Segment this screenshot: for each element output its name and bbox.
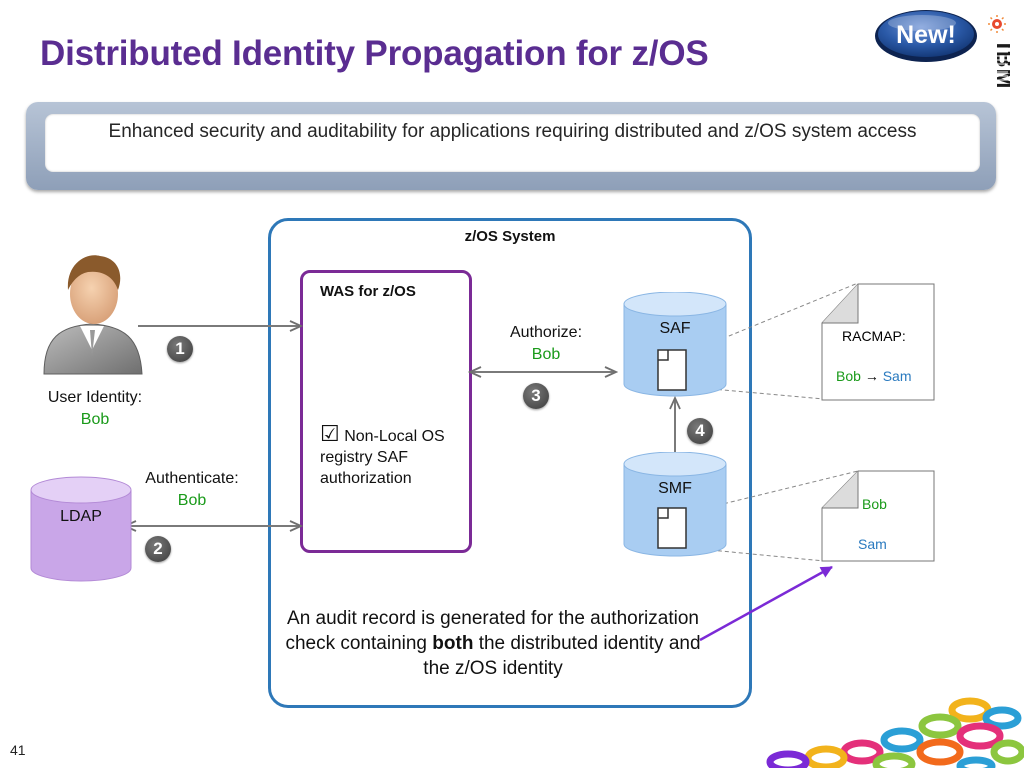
authenticate-label: Authenticate:: [145, 470, 239, 487]
new-badge: New!: [875, 10, 977, 62]
zos-system-box: [268, 218, 752, 708]
smf-record-note: [821, 470, 935, 562]
racmap-title: RACMAP:: [842, 328, 906, 344]
page-number: 41: [10, 742, 26, 758]
saf-cylinder: [623, 292, 727, 397]
was-option-text: Non-Local OS registry SAF authorization: [320, 428, 445, 487]
saf-label: SAF: [659, 320, 691, 337]
authenticate-name: Bob: [177, 492, 207, 509]
audit-text-bold: both: [432, 633, 474, 654]
racmap-to: Sam: [882, 368, 912, 384]
decorative-chain-graphic: [766, 697, 1024, 768]
racmap-from: Bob: [836, 368, 861, 384]
document-icon: [657, 349, 687, 391]
smf-label: SMF: [658, 480, 692, 497]
audit-description: An audit record is generated for the aut…: [280, 606, 706, 681]
was-title: WAS for z/OS: [320, 283, 416, 300]
banner: Enhanced security and auditability for a…: [45, 114, 980, 172]
step-3-badge: 3: [523, 383, 549, 409]
racmap-mapping: Bob → Sam: [836, 368, 912, 384]
smf-record-sam: Sam: [858, 536, 887, 552]
document-icon: [657, 507, 687, 549]
authorize-name: Bob: [531, 346, 561, 363]
user-identity-label: User Identity:: [47, 389, 143, 406]
arrow-audit: [699, 565, 833, 642]
step-1-badge: 1: [167, 336, 193, 362]
was-box: [300, 270, 472, 553]
user-identity-name: Bob: [80, 411, 110, 428]
racmap-note: [821, 283, 935, 401]
ldap-label: LDAP: [60, 508, 102, 525]
arrow-right-icon: →: [864, 368, 879, 384]
step-2-badge: 2: [145, 536, 171, 562]
sunburst-icon: [988, 15, 1006, 33]
slide-title: Distributed Identity Propagation for z/O…: [40, 34, 709, 73]
ibm-logo: IBM: [986, 15, 1010, 90]
banner-text: Enhanced security and auditability for a…: [108, 121, 917, 142]
user-icon: [43, 255, 143, 375]
new-badge-label: New!: [896, 21, 956, 49]
zos-system-title: z/OS System: [464, 228, 556, 245]
audit-text-part2: the distributed identity and the z/OS id…: [423, 633, 701, 679]
ldap-cylinder: [30, 476, 132, 582]
ibm-logo-text: IBM: [991, 43, 1010, 90]
was-option: ☑ Non-Local OS registry SAF authorizatio…: [320, 421, 470, 489]
smf-cylinder: [623, 452, 727, 557]
checkbox-checked-icon: ☑: [320, 421, 340, 446]
smf-record-bob: Bob: [862, 496, 887, 512]
step-4-badge: 4: [687, 418, 713, 444]
authorize-label: Authorize:: [509, 324, 583, 341]
audit-text-part1: An audit record is generated for the aut…: [285, 608, 699, 654]
